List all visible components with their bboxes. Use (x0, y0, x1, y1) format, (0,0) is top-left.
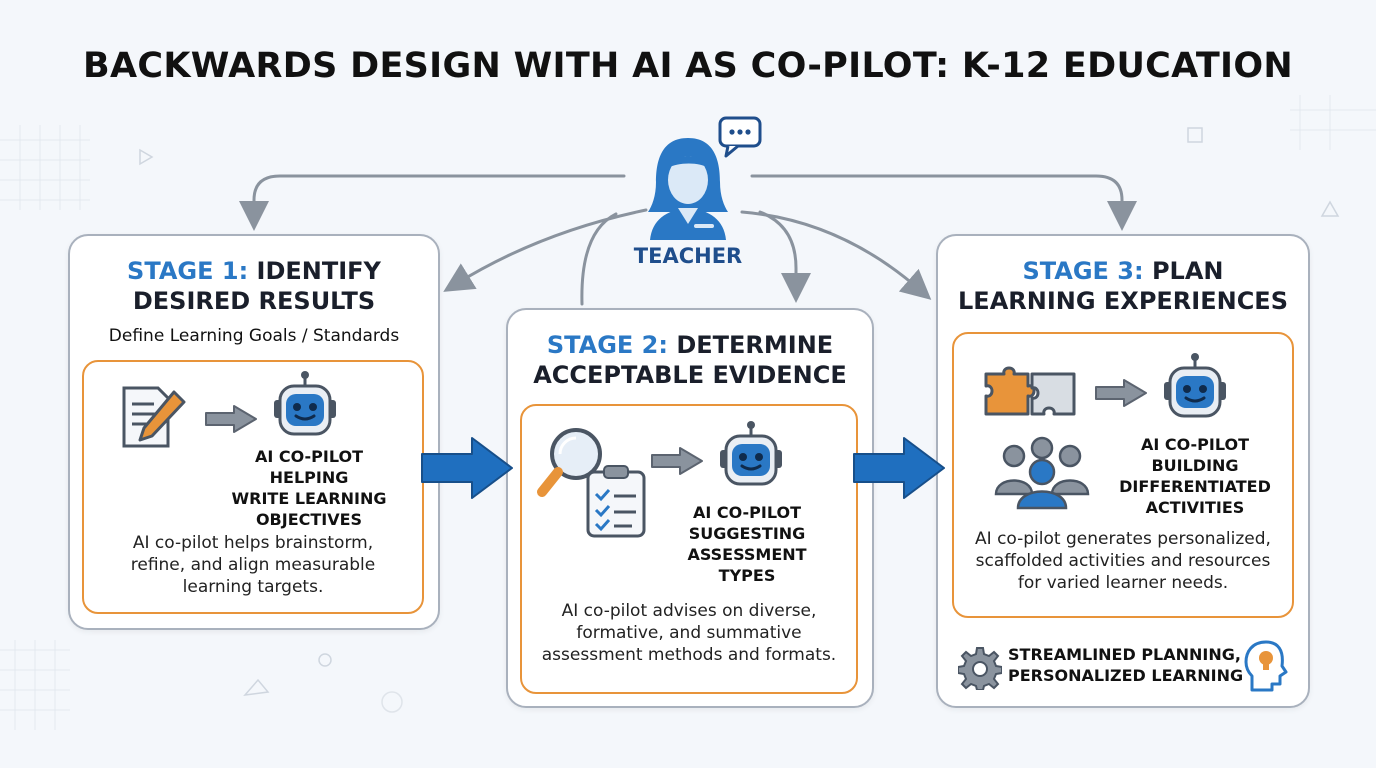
stage-3-prefix: STAGE 3: (1022, 257, 1144, 285)
stage-1-title-rest: IDENTIFY (256, 257, 381, 285)
chat-bubble-icon (718, 116, 762, 158)
stage-2-card: STAGE 2: DETERMINE ACCEPTABLE EVIDENCE (506, 308, 874, 708)
stage-3-description: AI co-pilot generates personalized, scaf… (975, 529, 1271, 593)
connector-to-stage3-side (740, 210, 932, 300)
robot-icon (274, 371, 336, 436)
teacher-icon (648, 138, 728, 240)
stage-3-copilot-label: AI CO-PILOT BUILDING DIFFERENTIATED ACTI… (1119, 435, 1271, 517)
gray-arrow-icon (205, 405, 257, 433)
stage-3-footer-label: STREAMLINED PLANNING, PERSONALIZED LEARN… (1008, 645, 1244, 685)
stage-2-title-rest: DETERMINE (676, 331, 834, 359)
stage-1-title: STAGE 1: IDENTIFY DESIRED RESULTS (70, 256, 438, 316)
stage-1-copilot-panel: AI CO-PILOT HELPING WRITE LEARNING OBJEC… (82, 360, 424, 614)
stage-2-prefix: STAGE 2: (546, 331, 668, 359)
stage-1-prefix: STAGE 1: (127, 257, 249, 285)
page-title: BACKWARDS DESIGN WITH AI AS CO-PILOT: K-… (83, 46, 1293, 86)
stage-3-card: STAGE 3: PLAN LEARNING EXPERIENCES (936, 234, 1310, 708)
stage-3-copilot-panel: AI CO-PILOT BUILDING DIFFERENTIATED ACTI… (952, 332, 1294, 618)
connector-to-stage1-top (239, 174, 626, 231)
gray-arrow-icon (1095, 379, 1147, 407)
stage-3-title-rest: PLAN (1151, 257, 1224, 285)
robot-icon (1164, 353, 1226, 418)
stage-3-title: STAGE 3: PLAN LEARNING EXPERIENCES (938, 256, 1308, 316)
gear-icon (958, 647, 1002, 690)
stage-1-copilot-label: AI CO-PILOT HELPING WRITE LEARNING OBJEC… (231, 447, 387, 529)
connector-to-stage2-top (758, 210, 811, 303)
stage-2-copilot-label: AI CO-PILOT SUGGESTING ASSESSMENT TYPES (687, 503, 807, 585)
magnifier-icon (537, 428, 602, 497)
checklist-icon (586, 465, 646, 538)
stage-1-description: AI co-pilot helps brainstorm, refine, an… (130, 533, 376, 597)
stage-1-card: STAGE 1: IDENTIFY DESIRED RESULTS Define… (68, 234, 440, 630)
stage-1-title-line2: DESIRED RESULTS (132, 287, 376, 315)
stage1-to-stage2-arrow (421, 437, 513, 499)
stage-3-title-line2: LEARNING EXPERIENCES (958, 287, 1288, 315)
stage2-to-stage3-arrow (853, 437, 945, 499)
document-pencil-icon (122, 386, 186, 448)
connector-stage2-left (580, 212, 618, 306)
head-lightbulb-icon (1244, 640, 1288, 692)
stage-2-title-line2: ACCEPTABLE EVIDENCE (533, 361, 847, 389)
gray-arrow-icon (651, 447, 703, 475)
teacher-label: TEACHER (633, 244, 743, 268)
stage-2-title: STAGE 2: DETERMINE ACCEPTABLE EVIDENCE (508, 330, 872, 390)
teacher: TEACHER (618, 112, 762, 272)
connector-to-stage3-top (750, 174, 1137, 231)
stage-2-description: AI co-pilot advises on diverse, formativ… (541, 601, 837, 665)
connector-to-stage1-side (443, 208, 648, 292)
stage-1-subtitle: Define Learning Goals / Standards (108, 326, 400, 346)
robot-icon (720, 421, 782, 486)
group-icon (994, 436, 1090, 510)
puzzle-icon (984, 366, 1076, 416)
stage-2-copilot-panel: AI CO-PILOT SUGGESTING ASSESSMENT TYPES … (520, 404, 858, 694)
